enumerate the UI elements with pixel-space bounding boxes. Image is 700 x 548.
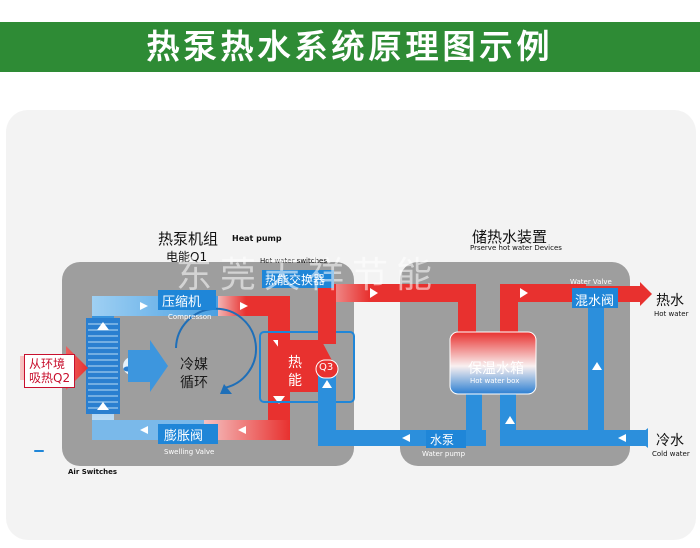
hot-water-tank bbox=[449, 331, 537, 395]
heat-pump-unit-title: 热泵机组 bbox=[158, 230, 219, 248]
cold-water-pipe-riser bbox=[318, 372, 336, 444]
expansion-valve-label: 膨胀阀 bbox=[164, 429, 204, 444]
hot-water-outlet-arrow bbox=[640, 282, 652, 306]
cycle-arrow-icon bbox=[175, 307, 257, 389]
tank-en-label: Hot water box bbox=[470, 377, 520, 385]
hot-water-switches-label: Hot water switches bbox=[260, 257, 327, 265]
watermark: 东莞天祥节能 bbox=[176, 255, 441, 296]
heat-exchanger-frame bbox=[259, 331, 355, 403]
compressor-label: 压缩机 bbox=[162, 295, 202, 310]
page-title: 热泵热水系统原理图示例 bbox=[146, 27, 554, 66]
mixing-valve-label: 混水阀 bbox=[575, 294, 615, 309]
cold-water-label: 冷水 bbox=[656, 433, 684, 449]
water-pump-en-label: Water pump bbox=[422, 450, 466, 458]
storage-device-title: 储热水装置 bbox=[472, 228, 548, 246]
cold-water-inlet-arrow bbox=[636, 428, 648, 448]
compressor-label-bg bbox=[158, 290, 216, 310]
hot-water-pipe-elbow bbox=[440, 284, 476, 302]
storage-device-en: Prserve hot water Devices bbox=[470, 244, 562, 252]
hot-water-pipe-to-valve bbox=[500, 284, 586, 302]
heat-exchanger-label: 热能交换器 bbox=[265, 273, 326, 287]
q3-label: Q3 bbox=[319, 362, 334, 373]
title-banner bbox=[0, 22, 700, 72]
env-heat-line-2: 吸热Q2 bbox=[29, 371, 71, 385]
water-pump-label-bg bbox=[426, 430, 466, 448]
mixing-valve-label-bg bbox=[572, 288, 618, 308]
env-heat-label: 从环境 吸热Q2 bbox=[24, 354, 76, 388]
heat-exchanger-label-bg bbox=[262, 270, 334, 288]
tank-label: 保温水箱 bbox=[468, 361, 524, 377]
refrigerant-label-2: 循环 bbox=[180, 375, 208, 391]
air-exchanger-en-label: Air Switches bbox=[68, 468, 118, 476]
heat-energy-label-2: 能 bbox=[288, 373, 302, 389]
flow-arrow-center bbox=[128, 340, 168, 392]
power-q1-label: 电能Q1 bbox=[166, 250, 208, 264]
heat-energy-label-1: 热 bbox=[288, 355, 302, 371]
hot-water-label: 热水 bbox=[656, 293, 684, 309]
env-heat-line-1: 从环境 bbox=[29, 357, 66, 371]
expansion-valve-label-bg bbox=[158, 424, 218, 444]
hot-water-pipe-riser bbox=[318, 284, 336, 344]
cold-water-pipe-tank-left bbox=[466, 392, 482, 446]
expansion-valve-en-label: Swelling Valve bbox=[164, 448, 215, 456]
q3-badge bbox=[315, 359, 339, 379]
cold-water-pipe-bottom-right bbox=[500, 430, 648, 446]
refrigerant-label-1: 冷媒 bbox=[180, 357, 208, 373]
cold-water-en-label: Cold water bbox=[652, 450, 690, 458]
hot-water-en-label: Hot water bbox=[654, 310, 689, 318]
mixing-valve-pipe bbox=[588, 300, 604, 446]
hot-water-pipe-top-left bbox=[318, 284, 446, 302]
water-valve-en-label: Water Valve bbox=[570, 278, 612, 286]
heat-pump-unit-en: Heat pump bbox=[232, 234, 282, 243]
air-exchanger-label bbox=[34, 450, 44, 452]
water-pump-label: 水泵 bbox=[430, 433, 455, 447]
compressor-en-label: Compresson bbox=[168, 313, 212, 321]
